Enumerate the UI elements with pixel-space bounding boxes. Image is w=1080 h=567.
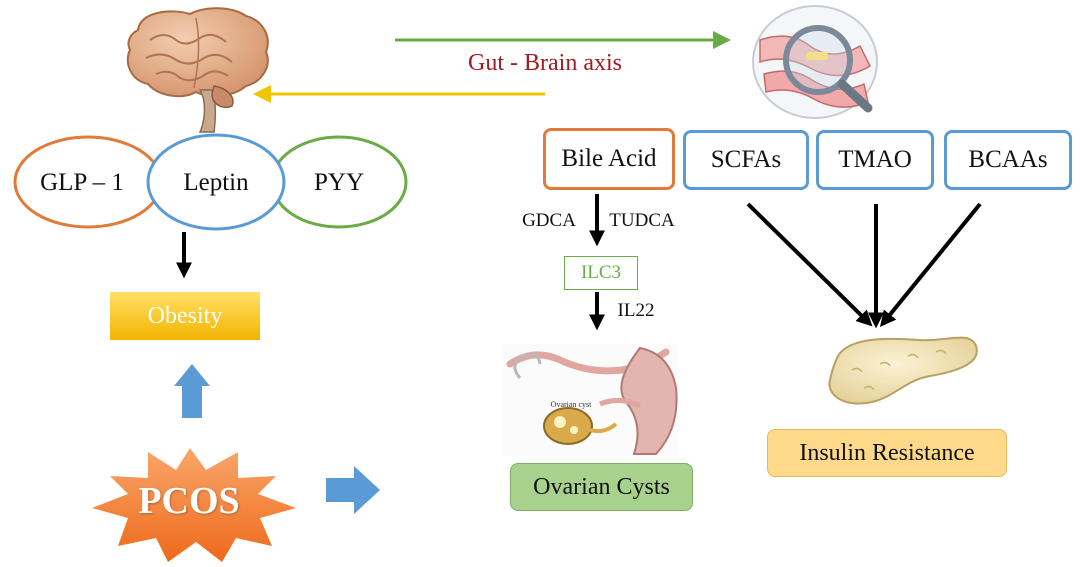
obesity-box-shape xyxy=(110,292,260,340)
ovarian-cyst-caption: Ovarian cyst xyxy=(550,399,592,409)
ovarian-cysts-label: Ovarian Cysts xyxy=(533,473,670,500)
insulin-resistance-label: Insulin Resistance xyxy=(799,439,975,466)
glp1-label: GLP – 1 xyxy=(40,169,124,196)
bcaas-to-pancreas-line xyxy=(879,202,982,327)
bcaas-label: BCAAs xyxy=(968,146,1048,173)
brain-icon xyxy=(126,7,269,133)
bile-acid-label: Bile Acid xyxy=(561,145,657,172)
bile-acid-box: Bile Acid xyxy=(543,128,675,190)
gdca-label: GDCA xyxy=(522,210,576,231)
pcos-star-shape xyxy=(92,448,296,562)
il22-label: IL22 xyxy=(617,300,655,321)
scfas-label: SCFAs xyxy=(710,146,782,173)
leptin-label: Leptin xyxy=(183,169,249,196)
ilc3-box: ILC3 xyxy=(564,256,638,290)
ilc3-label: ILC3 xyxy=(580,262,622,283)
pyy-label: PYY xyxy=(313,169,364,196)
pcos-to-ovary-arrow xyxy=(326,466,380,514)
tmao-box: TMAO xyxy=(816,130,934,190)
bcaas-box: BCAAs xyxy=(944,130,1072,190)
gut-brain-axis-label: Gut - Brain axis xyxy=(468,49,622,76)
gut-magnifier-icon xyxy=(752,5,878,119)
uterus-ovary-icon xyxy=(503,344,678,456)
ovarian-cysts-box: Ovarian Cysts xyxy=(510,463,693,511)
insulin-resistance-box: Insulin Resistance xyxy=(767,429,1007,477)
leptin-ellipse xyxy=(146,133,286,231)
obesity-label: Obesity xyxy=(147,302,223,329)
pcos-to-obesity-arrow xyxy=(174,364,210,418)
tudca-label: TUDCA xyxy=(609,210,675,231)
scfas-to-pancreas-line xyxy=(746,202,873,327)
tmao-label: TMAO xyxy=(838,146,912,173)
pcos-label: PCOS xyxy=(138,480,240,522)
pancreas-icon xyxy=(828,336,978,405)
scfas-box: SCFAs xyxy=(683,130,809,190)
